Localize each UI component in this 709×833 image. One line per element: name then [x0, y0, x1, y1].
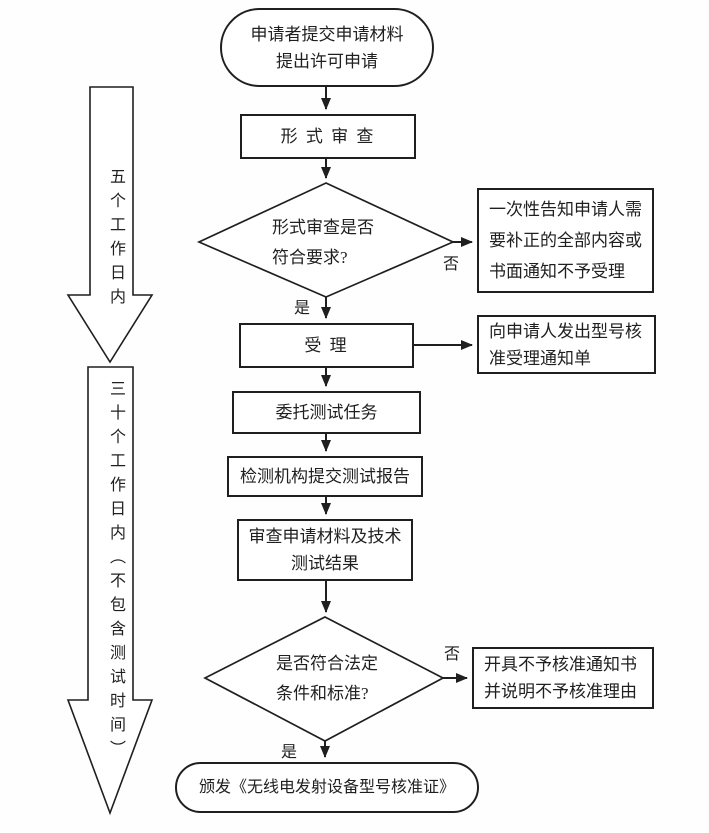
decision-formal-line1: 形式审查是否 — [272, 218, 374, 237]
formal-review-node: 形 式 审 查 — [240, 114, 416, 159]
notify-supplement-node: 一次性告知申请人需 要补正的全部内容或 书面通知不予受理 — [477, 188, 654, 293]
review-result-line2: 测试结果 — [291, 554, 359, 573]
start-line1: 申请者提交申请材料 — [250, 24, 404, 44]
decision-formal-line2: 符合要求? — [272, 248, 348, 267]
issue-cert-node: 颁发《无线电发射设备型号核准证》 — [175, 762, 479, 813]
start-line2: 提出许可申请 — [276, 51, 378, 71]
accept-notice-line2: 准受理通知单 — [489, 348, 591, 368]
reject-notice-line1: 开具不予核准通知书 — [484, 655, 637, 674]
decision-legal-yes-label: 是 — [281, 744, 298, 761]
decision-formal-no-label: 否 — [443, 256, 460, 273]
notify-supplement-line1: 一次性告知申请人需 — [489, 200, 642, 219]
decision-formal-text: 形式审查是否 符合要求? — [272, 213, 374, 273]
accept-node: 受 理 — [239, 323, 414, 368]
reject-notice-line2: 并说明不予核准理由 — [484, 682, 637, 701]
test-report-node: 检测机构提交测试报告 — [227, 456, 423, 497]
review-result-node: 审查申请材料及技术 测试结果 — [237, 519, 413, 581]
accept-notice-node: 向申请人发出型号核 准受理通知单 — [477, 315, 656, 374]
decision-legal-line2: 条件和标准? — [276, 684, 369, 703]
timeline-arrow-thirty-days — [66, 366, 154, 816]
accept-label: 受 理 — [304, 336, 349, 355]
decision-formal-yes-label: 是 — [294, 300, 311, 317]
review-result-line1: 审查申请材料及技术 — [248, 527, 402, 546]
formal-review-label: 形 式 审 查 — [280, 127, 376, 146]
timeline-label-thirty-days: 三十个工作日内（不包含测试时间） — [107, 380, 124, 764]
timeline-label-five-days: 五个工作日内 — [107, 168, 124, 312]
reject-notice-node: 开具不予核准通知书 并说明不予核准理由 — [472, 647, 654, 709]
issue-cert-label: 颁发《无线电发射设备型号核准证》 — [198, 779, 455, 796]
decision-legal-no-label: 否 — [444, 646, 461, 663]
notify-supplement-line3: 书面通知不予受理 — [489, 262, 625, 281]
start-node: 申请者提交申请材料 提出许可申请 — [220, 8, 434, 87]
entrust-test-label: 委托测试任务 — [275, 403, 378, 422]
timeline-arrow-five-days — [66, 86, 154, 364]
flow-arrows — [320, 87, 473, 758]
decision-legal-line1: 是否符合法定 — [276, 654, 378, 673]
test-report-label: 检测机构提交测试报告 — [240, 467, 410, 486]
entrust-test-node: 委托测试任务 — [232, 391, 421, 434]
accept-notice-line1: 向申请人发出型号核 — [489, 321, 642, 341]
decision-legal-text: 是否符合法定 条件和标准? — [276, 649, 378, 709]
notify-supplement-line2: 要补正的全部内容或 — [489, 231, 642, 250]
